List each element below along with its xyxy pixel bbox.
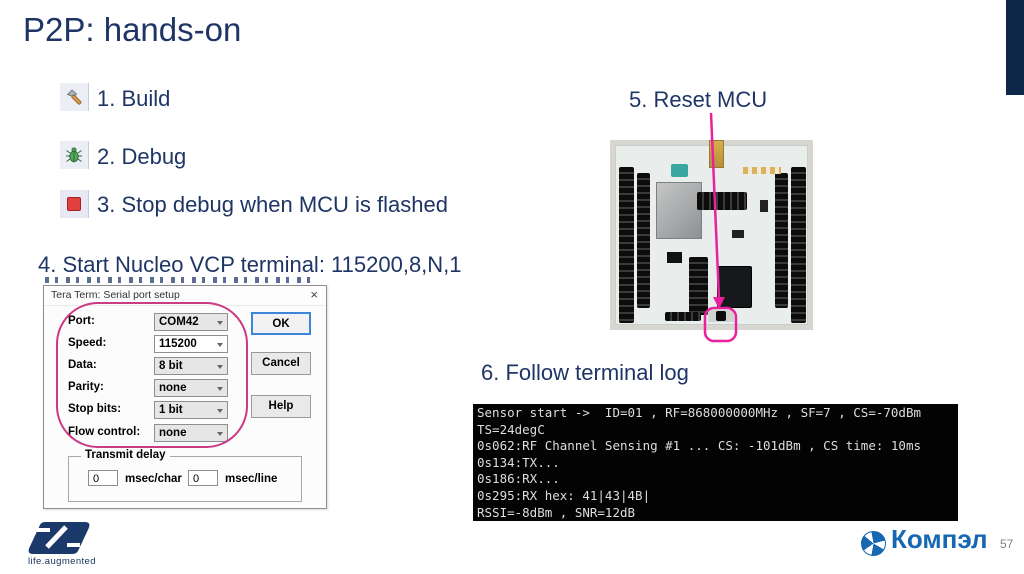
parity-value: none <box>159 382 187 394</box>
chevron-down-icon <box>217 387 223 391</box>
dialog-titlebar[interactable]: Tera Term: Serial port setup × <box>44 286 326 306</box>
page-number: 57 <box>1000 537 1014 551</box>
page-title: P2P: hands-on <box>23 11 242 48</box>
data-label: Data: <box>68 359 97 371</box>
terminal-line: 0s134:TX... <box>477 454 560 470</box>
build-toolbar-button[interactable] <box>60 83 89 111</box>
stop-bits-value: 1 bit <box>159 404 183 416</box>
step-build: 1. Build <box>97 86 171 111</box>
step-reset-mcu: 5. Reset MCU <box>629 87 768 112</box>
data-select[interactable]: 8 bit <box>154 357 228 375</box>
dialog-title: Tera Term: Serial port setup <box>51 289 180 301</box>
step-start-terminal: 4. Start Nucleo VCP terminal: 115200,8,N… <box>38 252 462 277</box>
solder-pads <box>743 167 781 174</box>
rf-shield-module <box>656 182 702 239</box>
terminal-log-window: Sensor start -> ID=01 , RF=868000000MHz … <box>473 404 958 521</box>
st-logo <box>28 522 90 554</box>
terminal-line: 0s186:RX... <box>477 471 560 487</box>
kompel-logo-icon <box>861 531 886 556</box>
terminal-line: Sensor start -> ID=01 , RF=868000000MHz … <box>477 405 922 420</box>
stop-debug-toolbar-button[interactable] <box>60 190 89 218</box>
chevron-down-icon <box>217 343 223 347</box>
close-icon[interactable]: × <box>310 287 318 302</box>
st-tagline: life.augmented <box>28 556 96 567</box>
sma-antenna-connector <box>709 140 724 168</box>
cancel-button[interactable]: Cancel <box>251 352 311 375</box>
stop-icon <box>67 197 81 211</box>
terminal-line: TS=24degC <box>477 421 545 437</box>
kompel-logo-text: Компэл <box>891 524 988 554</box>
msec-per-char-label: msec/char <box>125 473 182 485</box>
center-connector <box>689 257 708 315</box>
chevron-down-icon <box>217 365 223 369</box>
settings-highlight-loop <box>56 302 248 448</box>
bug-icon <box>66 147 82 163</box>
pin-header-right-inner <box>775 173 788 308</box>
component <box>760 200 768 212</box>
msec-per-line-label: msec/line <box>225 473 278 485</box>
center-pin-header <box>697 192 747 210</box>
step-debug: 2. Debug <box>97 144 187 169</box>
data-value: 8 bit <box>159 360 183 372</box>
ok-button[interactable]: OK <box>251 312 311 335</box>
help-button[interactable]: Help <box>251 395 311 418</box>
mcu-board-photo <box>610 140 813 330</box>
serial-port-setup-dialog: Tera Term: Serial port setup × Port: COM… <box>43 285 327 509</box>
transmit-delay-group: Transmit delay 0 msec/char 0 msec/line <box>68 449 302 502</box>
speed-value: 115200 <box>159 338 197 350</box>
hammer-icon <box>66 89 82 105</box>
pin-header-right-outer <box>791 167 806 323</box>
flow-control-value: none <box>159 427 187 439</box>
jumper <box>667 252 682 263</box>
step-follow-log: 6. Follow terminal log <box>481 360 689 385</box>
bottom-pin-strip <box>665 312 701 321</box>
parity-label: Parity: <box>68 381 104 393</box>
pin-header-left-outer <box>619 167 634 323</box>
msec-per-line-input[interactable]: 0 <box>188 470 218 486</box>
reset-button[interactable] <box>716 311 726 321</box>
terminal-line: 0s295:RX hex: 41|43|4B| <box>477 487 651 503</box>
speed-select[interactable]: 115200 <box>154 335 228 353</box>
msec-per-char-input[interactable]: 0 <box>88 470 118 486</box>
occluded-text-artifact <box>45 277 310 283</box>
terminal-line: RSSI=-8dBm , SNR=12dB <box>477 504 636 520</box>
component <box>732 230 744 238</box>
right-accent-bar <box>1006 0 1024 95</box>
debug-toolbar-button[interactable] <box>60 141 89 169</box>
mcu-chip <box>717 266 752 308</box>
st-silkscreen-logo <box>671 164 688 177</box>
terminal-line: 0s062:RF Channel Sensing #1 ... CS: -101… <box>477 438 922 454</box>
pin-header-left-inner <box>637 173 650 308</box>
transmit-delay-title: Transmit delay <box>81 449 170 461</box>
port-value: COM42 <box>159 316 199 328</box>
parity-select[interactable]: none <box>154 379 228 397</box>
step-stop-debug: 3. Stop debug when MCU is flashed <box>97 192 448 217</box>
